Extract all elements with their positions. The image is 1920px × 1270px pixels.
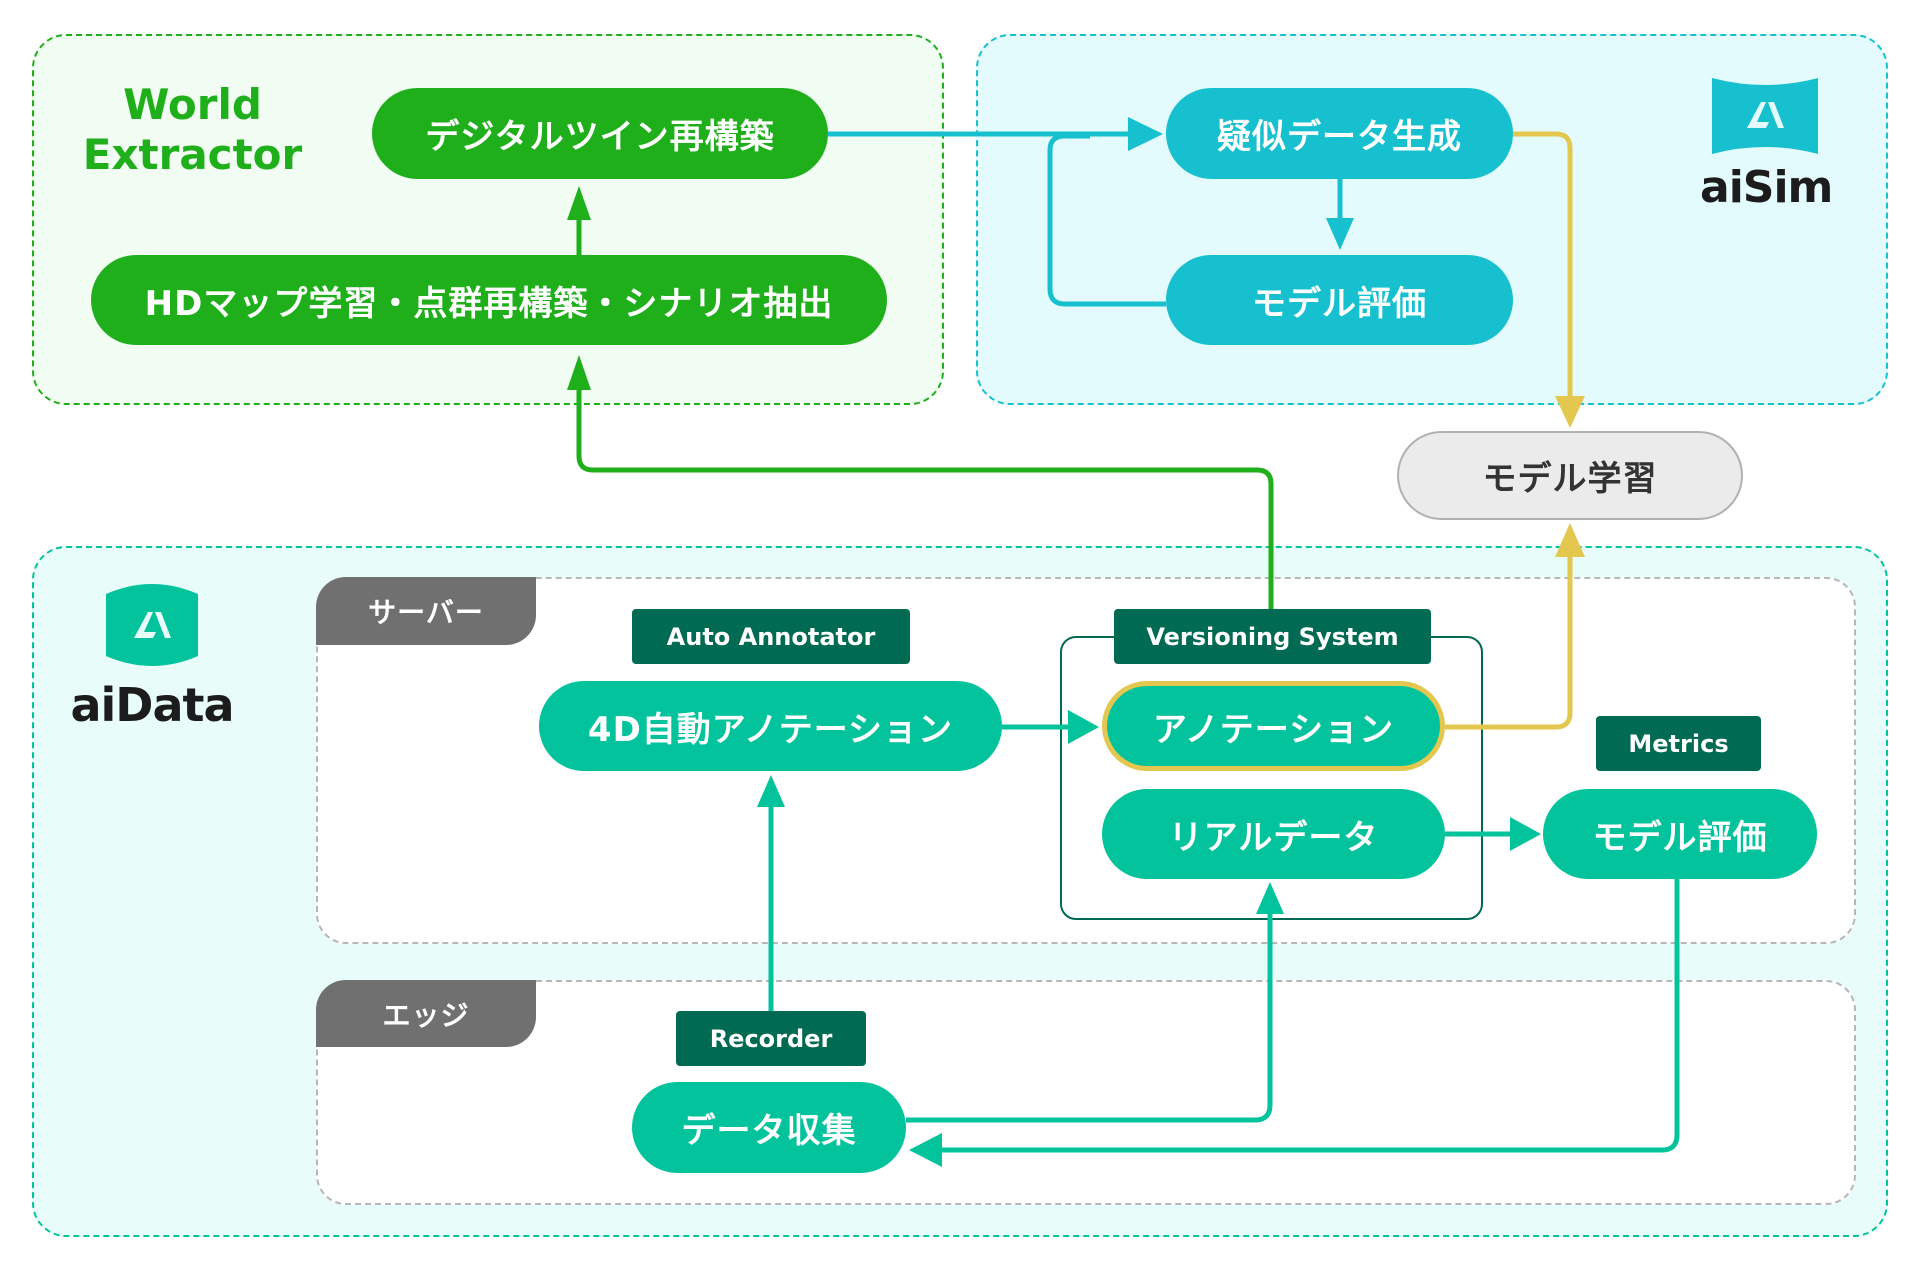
versioning-system-label: Versioning System [1114,609,1431,664]
node-digital-twin-label: デジタルツイン再構築 [425,117,775,157]
aidata-logo-icon [106,584,198,666]
node-hd-map-label: HDマップ学習・点群再構築・シナリオ抽出 [144,283,834,324]
server-tab-label: サーバー [368,596,484,629]
node-data-model-eval[interactable]: モデル評価 [1543,789,1817,879]
aidata-logo: aiData [62,578,242,738]
node-annotation[interactable]: アノテーション [1102,681,1445,771]
world-extractor-title: World Extractor [70,80,315,180]
node-synthetic-data[interactable]: 疑似データ生成 [1166,88,1513,179]
versioning-system-label-text: Versioning System [1146,622,1399,651]
node-digital-twin[interactable]: デジタルツイン再構築 [372,88,828,179]
node-data-collection[interactable]: データ収集 [632,1082,906,1173]
node-data-collection-label: データ収集 [681,1111,857,1151]
metrics-label: Metrics [1596,716,1761,771]
node-auto-annotation-label: 4D自動アノテーション [587,709,954,750]
aisim-logo: aiSim [1700,72,1833,222]
node-sim-model-eval[interactable]: モデル評価 [1166,255,1513,345]
aisim-logo-text: aiSim [1700,162,1833,213]
node-data-model-eval-label: モデル評価 [1592,817,1768,858]
world-extractor-title-line2: Extractor [82,130,303,179]
edge-panel [316,980,1856,1205]
node-sim-model-eval-label: モデル評価 [1252,283,1427,324]
node-annotation-label: アノテーション [1152,709,1395,750]
recorder-label: Recorder [676,1011,866,1066]
edge-tab-label: エッジ [382,998,470,1032]
edge-tab: エッジ [316,980,536,1047]
world-extractor-title-line1: World [123,80,262,129]
aisim-logo-icon [1712,78,1818,154]
node-model-training[interactable]: モデル学習 [1397,431,1743,520]
node-model-training-label: モデル学習 [1482,459,1658,499]
recorder-label-text: Recorder [709,1024,833,1053]
metrics-label-text: Metrics [1628,729,1729,758]
node-synthetic-data-label: 疑似データ生成 [1217,117,1462,157]
node-real-data-label: リアルデータ [1168,817,1379,858]
auto-annotator-label-text: Auto Annotator [666,622,876,651]
node-hd-map[interactable]: HDマップ学習・点群再構築・シナリオ抽出 [91,255,887,345]
node-auto-annotation[interactable]: 4D自動アノテーション [539,681,1002,771]
server-tab: サーバー [316,577,536,645]
auto-annotator-label: Auto Annotator [632,609,910,664]
node-real-data[interactable]: リアルデータ [1102,789,1445,879]
aidata-logo-text: aiData [70,678,234,732]
